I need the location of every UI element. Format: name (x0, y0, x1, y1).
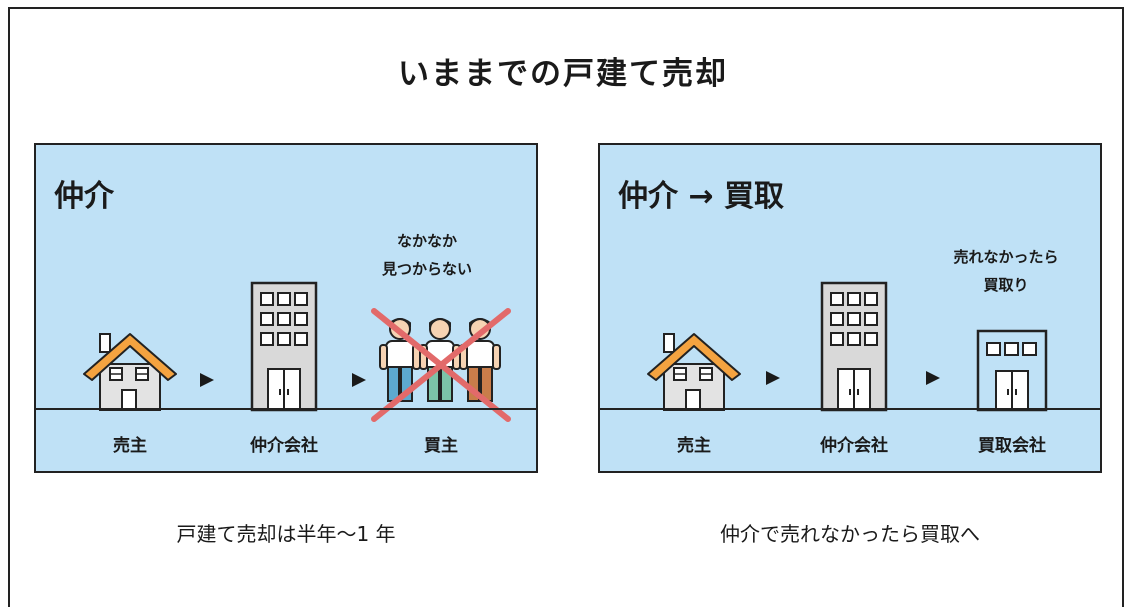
panel-brokerage: 仲介 なかなか 見つからない (34, 143, 538, 473)
ground-line (600, 408, 1100, 410)
office-building-icon (820, 281, 888, 412)
callout-text: なかなか 見つからない (352, 227, 502, 283)
caption-right: 仲介で売れなかったら買取へ (720, 522, 980, 546)
callout-line-2: 見つからない (381, 260, 472, 278)
panel-title: 仲介 (54, 179, 114, 214)
label-seller: 売主 (113, 436, 147, 456)
caption-left: 戸建て売却は半年〜1 年 (176, 522, 396, 546)
page-title: いままでの戸建て売却 (398, 56, 728, 92)
house-icon (83, 333, 177, 411)
panel-title: 仲介 → 買取 (618, 179, 785, 214)
callout-line-2: 買取り (983, 276, 1029, 294)
label-seller: 売主 (677, 436, 711, 456)
house-icon (647, 333, 741, 411)
callout-line-1: 売れなかったら (953, 248, 1059, 266)
arrow-right-icon (766, 371, 780, 385)
arrow-right-icon (200, 373, 214, 387)
ground-line (36, 408, 536, 410)
arrow-right-icon (926, 371, 940, 385)
buyback-company-icon (976, 329, 1048, 412)
panel-brokerage-to-buyback: 仲介 → 買取 売れなかったら 買取り (598, 143, 1102, 473)
label-broker: 仲介会社 (250, 436, 318, 456)
label-buyer: 買主 (424, 436, 458, 456)
callout-text: 売れなかったら 買取り (926, 243, 1086, 299)
label-broker: 仲介会社 (820, 436, 888, 456)
arrow-right-icon (352, 373, 366, 387)
callout-line-1: なかなか (396, 232, 457, 250)
cross-mark-icon (371, 308, 511, 422)
outer-frame (8, 7, 1124, 607)
office-building-icon (250, 281, 318, 412)
label-buyback-company: 買取会社 (978, 436, 1046, 456)
